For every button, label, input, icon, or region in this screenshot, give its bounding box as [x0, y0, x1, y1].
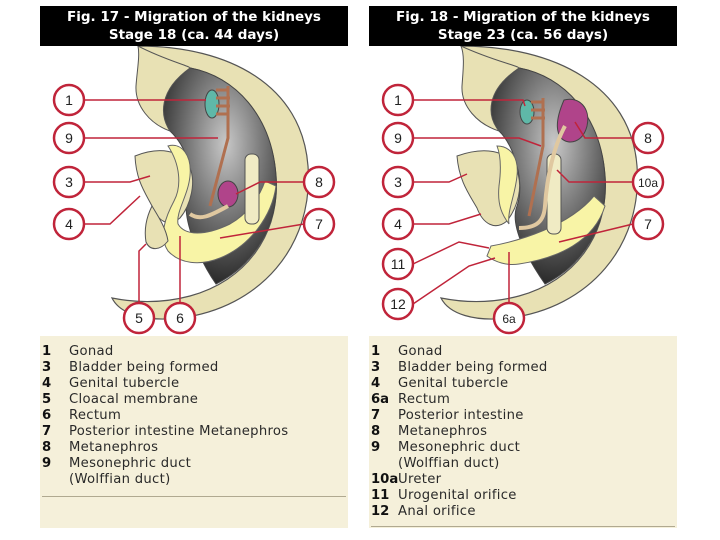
mesonephros-tubules — [527, 98, 545, 217]
metanephros-shape — [217, 180, 239, 208]
figure-18-title: Fig. 18 - Migration of the kidneys — [396, 9, 650, 25]
callout-8: 8 — [644, 130, 652, 146]
mesonephros-tubules — [208, 86, 230, 207]
figure-17-panel: Fig. 17 - Migration of the kidneys Stage… — [40, 6, 348, 528]
legend-divider — [42, 496, 346, 497]
callout-6: 6 — [176, 310, 184, 326]
callout-9: 9 — [394, 130, 402, 146]
figure-17-header: Fig. 17 - Migration of the kidneys Stage… — [40, 6, 348, 46]
figure-17-illustration: 1 9 3 4 5 6 8 7 — [40, 46, 348, 336]
figure-18-panel: Fig. 18 - Migration of the kidneys Stage… — [369, 6, 677, 528]
callout-7: 7 — [315, 216, 323, 232]
legend-divider — [371, 526, 675, 527]
ureter-tube — [518, 125, 567, 230]
figure-17-subtitle: Stage 18 (ca. 44 days) — [108, 27, 280, 43]
callout-6a: 6a — [502, 312, 516, 326]
callout-3: 3 — [65, 174, 73, 190]
figure-17-svg: 1 9 3 4 5 6 8 7 — [52, 46, 336, 335]
callout-4: 4 — [394, 216, 402, 232]
figure-18-header: Fig. 18 - Migration of the kidneys Stage… — [369, 6, 677, 46]
callout-3: 3 — [394, 174, 402, 190]
figure-17-title: Fig. 17 - Migration of the kidneys — [67, 9, 321, 25]
callout-9: 9 — [65, 130, 73, 146]
gonad-shape — [204, 89, 220, 119]
callout-1: 1 — [394, 92, 402, 108]
upper-tissue — [135, 46, 191, 132]
callout-11: 11 — [391, 256, 406, 272]
gonad-shape — [519, 99, 535, 125]
figure-18-subtitle: Stage 23 (ca. 56 days) — [437, 27, 609, 43]
callout-12: 12 — [390, 296, 406, 312]
callout-8: 8 — [315, 174, 323, 190]
figure-18-illustration: 1 9 3 4 11 12 8 10a 7 6a — [369, 46, 677, 336]
callout-1: 1 — [65, 92, 73, 108]
callout-7: 7 — [644, 216, 652, 232]
urogenital-sinus — [496, 145, 518, 225]
callout-10a: 10a — [638, 176, 658, 190]
callout-4: 4 — [65, 216, 73, 232]
genital-tubercle — [144, 204, 169, 250]
figure-18-svg: 1 9 3 4 11 12 8 10a 7 6a — [381, 46, 665, 335]
upper-tissue — [460, 46, 520, 132]
ureter-bud — [188, 204, 229, 220]
posterior-intestine — [486, 195, 606, 265]
callout-5: 5 — [135, 310, 143, 326]
